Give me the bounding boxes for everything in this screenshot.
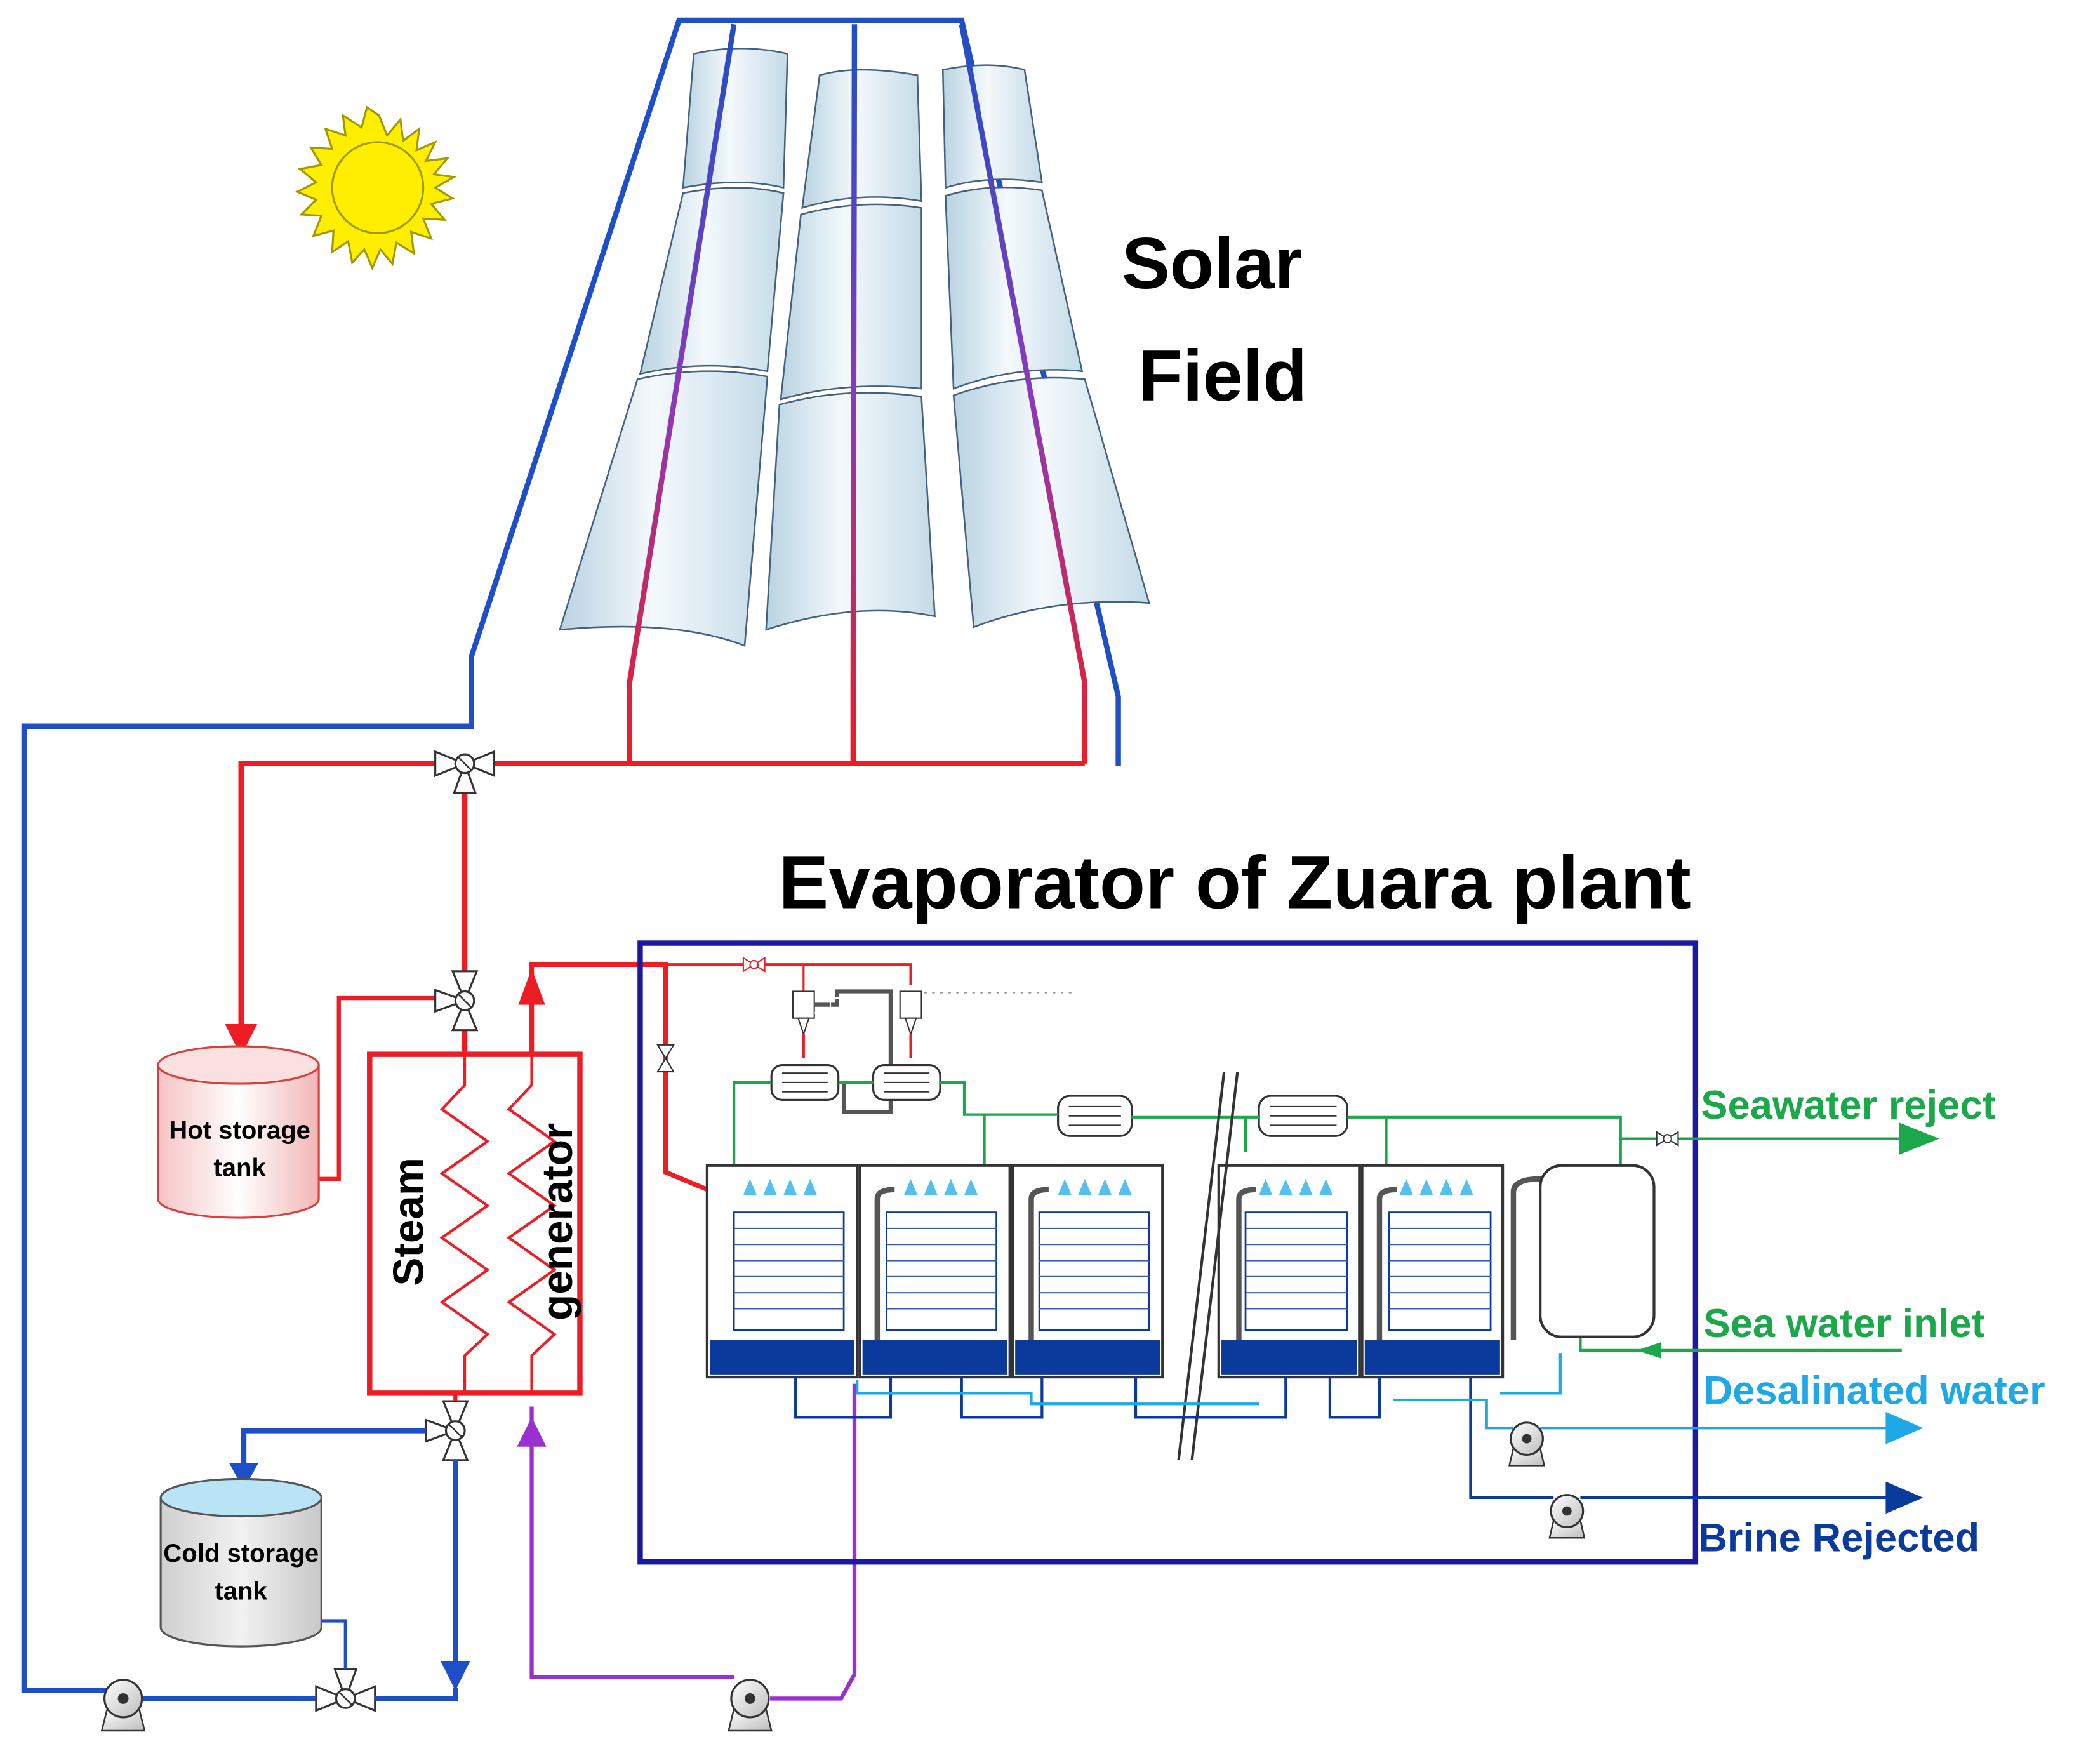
steam-line-valve[interactable] [742, 956, 766, 973]
collector-column-2 [765, 24, 936, 764]
hot-storage-tank: Hot storage tank [157, 1045, 320, 1219]
brine-piping [794, 1377, 1902, 1500]
cold-tank-label-line2: tank [215, 1577, 268, 1605]
evaporator-frame [637, 940, 1939, 1565]
brine-rejected-arrow [1885, 1481, 1924, 1514]
collector-column-1 [559, 23, 788, 764]
cold-storage-tank: Cold storage tank [159, 1477, 322, 1648]
valve-bottom[interactable] [425, 1400, 469, 1461]
valve-top[interactable] [434, 750, 496, 794]
hot-tank-label-line1: Hot storage [169, 1117, 310, 1145]
solar-field-label-line2: Field [1138, 336, 1307, 416]
brine-rejected-label: Brine Rejected [1698, 1515, 1979, 1560]
thermocompressor-units [756, 963, 1072, 1114]
sea-water-inlet-arrow [1637, 1342, 1661, 1359]
pump-brine[interactable] [1548, 1494, 1586, 1539]
collector-column-3 [941, 23, 1150, 764]
valve-cold-tank[interactable] [315, 1668, 376, 1712]
cold-tank-label-line1: Cold storage [163, 1540, 319, 1568]
generator-label: generator [534, 1123, 581, 1321]
final-condenser [1539, 1164, 1656, 1338]
heat-exchanger-3 [1258, 1095, 1348, 1137]
evaporator-stages [705, 1071, 1562, 1461]
solar-field-label-line1: Solar [1122, 223, 1303, 304]
desalinated-water-arrow [1885, 1411, 1924, 1444]
seawater-reject-arrow [1899, 1122, 1939, 1155]
steam-label: Steam [385, 1157, 433, 1286]
pump-cold-loop[interactable] [100, 1679, 146, 1732]
seawater-reject-label: Seawater reject [1701, 1083, 1995, 1128]
heat-exchanger-2 [1057, 1095, 1133, 1137]
sun-icon [295, 105, 458, 271]
desalinated-water-label: Desalinated water [1704, 1368, 2045, 1413]
distillate-piping [856, 1353, 1902, 1430]
seawater-valve[interactable] [1656, 1131, 1679, 1147]
sea-water-inlet-label: Sea water inlet [1704, 1302, 1985, 1346]
steam-inlet-valve[interactable] [656, 1044, 675, 1073]
pump-purple-loop[interactable] [728, 1679, 773, 1732]
valve-middle[interactable] [434, 970, 479, 1032]
steam-generator: Steam generator [367, 1051, 583, 1396]
cold-circuit [139, 1383, 857, 1701]
solar-field: Solar Field [21, 17, 1307, 1693]
pump-distillate[interactable] [1508, 1421, 1546, 1467]
evaporator-title: Evaporator of Zuara plant [778, 841, 1691, 925]
hot-tank-label-line2: tank [213, 1154, 266, 1182]
